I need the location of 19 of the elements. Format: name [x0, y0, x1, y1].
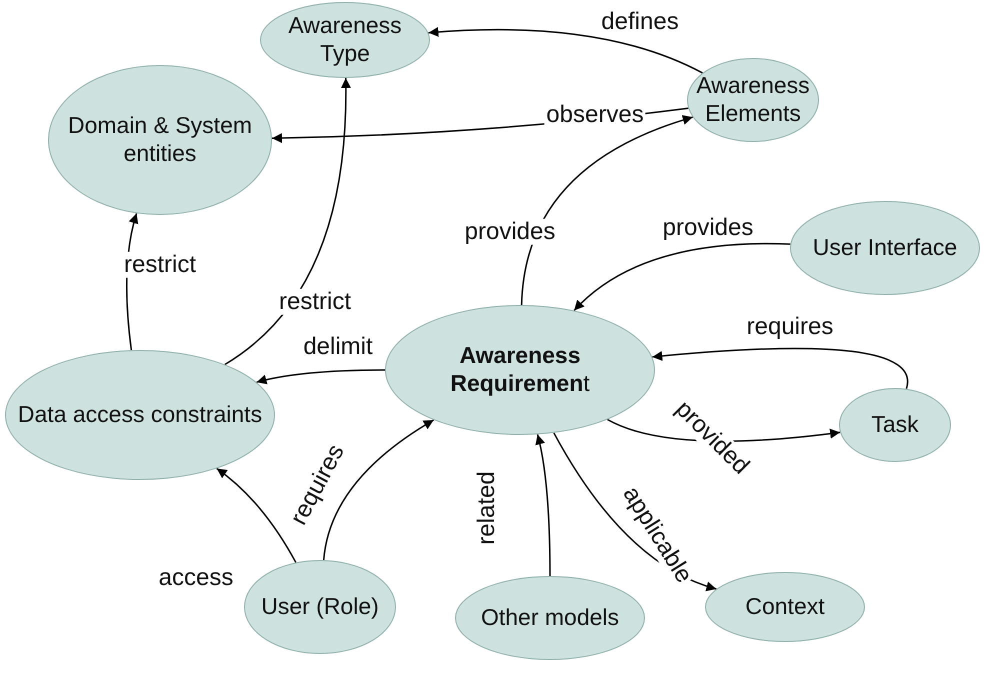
- node-label: Awareness Requirement: [449, 342, 591, 398]
- node-label: Context: [744, 593, 826, 621]
- arrow: [428, 27, 703, 74]
- arrow: [520, 115, 693, 306]
- arrow: [224, 78, 351, 366]
- node-label: User Interface: [812, 234, 958, 262]
- node-label: Awareness Type: [287, 12, 403, 68]
- node-label: User (Role): [260, 593, 380, 621]
- arrow: [322, 419, 434, 560]
- arrow: [574, 242, 790, 311]
- arrow: [256, 369, 385, 385]
- node-label: Other models: [480, 604, 620, 632]
- arrow: [535, 434, 551, 576]
- node-label: Awareness Elements: [695, 72, 811, 128]
- node-label: Data access constraints: [16, 401, 264, 429]
- node-label: Domain & System entities: [66, 112, 254, 168]
- arrow: [216, 468, 296, 563]
- node-label: Task: [870, 411, 920, 439]
- arrow: [652, 348, 908, 389]
